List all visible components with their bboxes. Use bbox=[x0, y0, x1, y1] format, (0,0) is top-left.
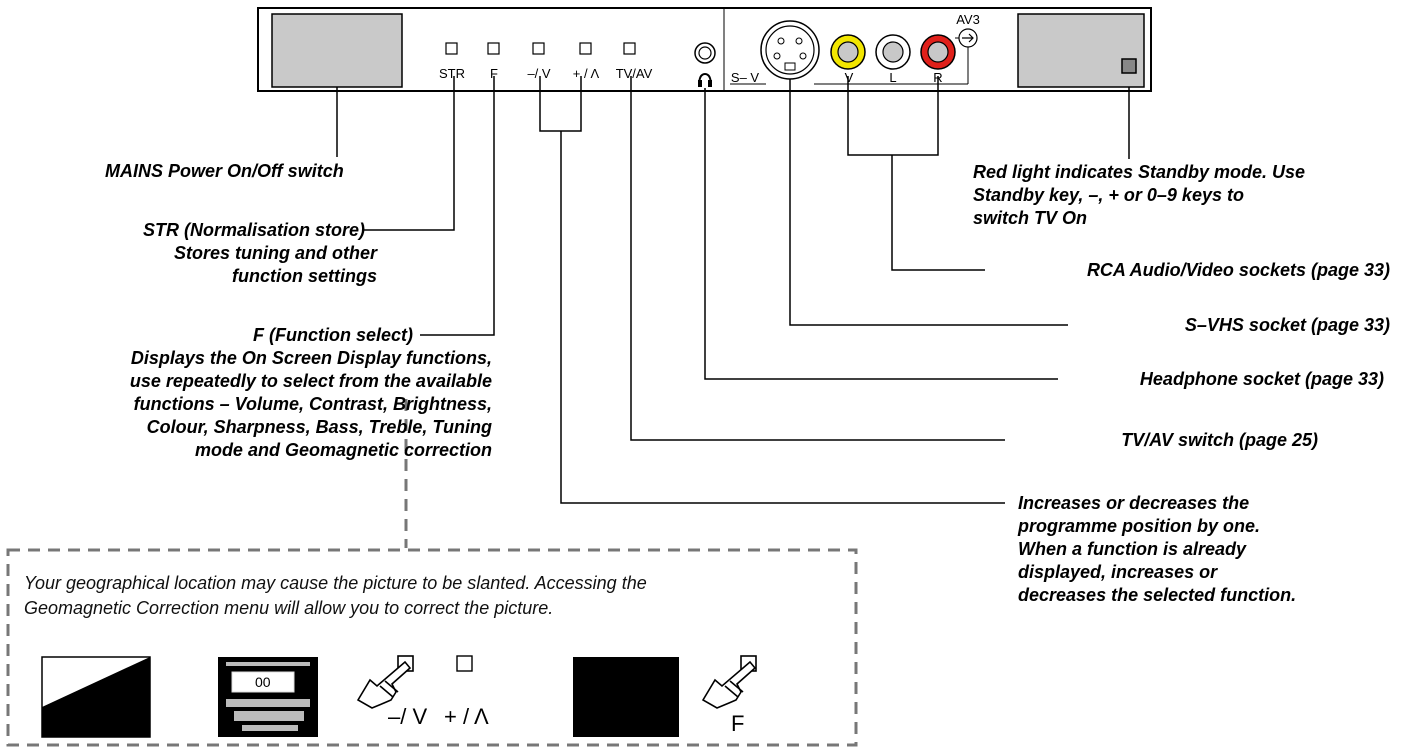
note-line2: Geomagnetic Correction menu will allow y… bbox=[24, 598, 554, 618]
f-callout-line5: Colour, Sharpness, Bass, Treble, Tuning bbox=[146, 417, 492, 437]
f-button bbox=[487, 42, 500, 55]
prog-callout-line1: Increases or decreases the bbox=[1018, 493, 1250, 513]
str-callout-line2: Stores tuning and other bbox=[173, 243, 377, 263]
hand-press-f-icon bbox=[701, 655, 757, 709]
f-callout-line6: mode and Geomagnetic correction bbox=[194, 440, 492, 460]
tvav-button-label: TV/AV bbox=[615, 66, 653, 81]
hand-press-minus-icon bbox=[356, 655, 414, 709]
standby-callout-line2: Standby key, –, + or 0–9 keys to bbox=[973, 185, 1244, 205]
str-callout-line1: STR (Normalisation store) bbox=[142, 220, 365, 240]
minus-key-label: –/ V bbox=[388, 704, 428, 729]
standby-callout-line3: switch TV On bbox=[973, 208, 1088, 228]
str-callout-line3: function settings bbox=[232, 266, 377, 286]
minus-button-label: –/ V bbox=[527, 66, 551, 81]
tvav-button bbox=[623, 42, 636, 55]
tvav-callout: TV/AV switch (page 25) bbox=[1121, 430, 1318, 450]
f-button-label: F bbox=[490, 66, 498, 81]
note-line1: Your geographical location may cause the… bbox=[24, 573, 647, 593]
str-button bbox=[445, 42, 458, 55]
plus-key-box bbox=[456, 655, 473, 672]
plus-key-label: + / Λ bbox=[444, 704, 489, 729]
plus-button bbox=[579, 42, 592, 55]
f-callout-line4: functions – Volume, Contrast, Brightness… bbox=[133, 394, 492, 414]
f-callout-line1: F (Function select) bbox=[252, 325, 413, 345]
prog-callout-line5: decreases the selected function. bbox=[1018, 585, 1297, 605]
f-callout-line3: use repeatedly to select from the availa… bbox=[129, 371, 492, 391]
prog-callout-line2: programme position by one. bbox=[1018, 516, 1261, 536]
str-button-label: STR bbox=[439, 66, 465, 81]
mains-callout: MAINS Power On/Off switch bbox=[105, 161, 344, 181]
svhs-callout: S–VHS socket (page 33) bbox=[1184, 315, 1390, 335]
note-box bbox=[6, 548, 858, 747]
av3-label: AV3 bbox=[956, 12, 980, 27]
corrected-picture bbox=[573, 657, 679, 737]
f-key-label: F bbox=[731, 711, 745, 736]
prog-callout-line3: When a function is already bbox=[1018, 539, 1247, 559]
prog-callout-line4: displayed, increases or bbox=[1018, 562, 1218, 582]
minus-button bbox=[532, 42, 545, 55]
leader-lines bbox=[336, 76, 1130, 504]
f-callout-line2: Displays the On Screen Display functions… bbox=[130, 348, 492, 368]
osd-value: 00 bbox=[255, 674, 271, 690]
video-socket-label: V bbox=[844, 70, 854, 85]
right-socket-label: R bbox=[933, 70, 943, 85]
plus-button-label: + / Λ bbox=[572, 66, 600, 81]
standby-panel bbox=[1017, 13, 1145, 88]
left-socket-label: L bbox=[889, 70, 897, 85]
headphone-callout: Headphone socket (page 33) bbox=[1139, 369, 1384, 389]
mains-switch bbox=[271, 13, 403, 88]
standby-callout-line1: Red light indicates Standby mode. Use bbox=[973, 162, 1306, 182]
svhs-socket-label: S– V bbox=[730, 70, 760, 85]
osd-menu bbox=[218, 657, 318, 737]
rca-callout: RCA Audio/Video sockets (page 33) bbox=[1086, 260, 1390, 280]
standby-light bbox=[1121, 58, 1137, 74]
